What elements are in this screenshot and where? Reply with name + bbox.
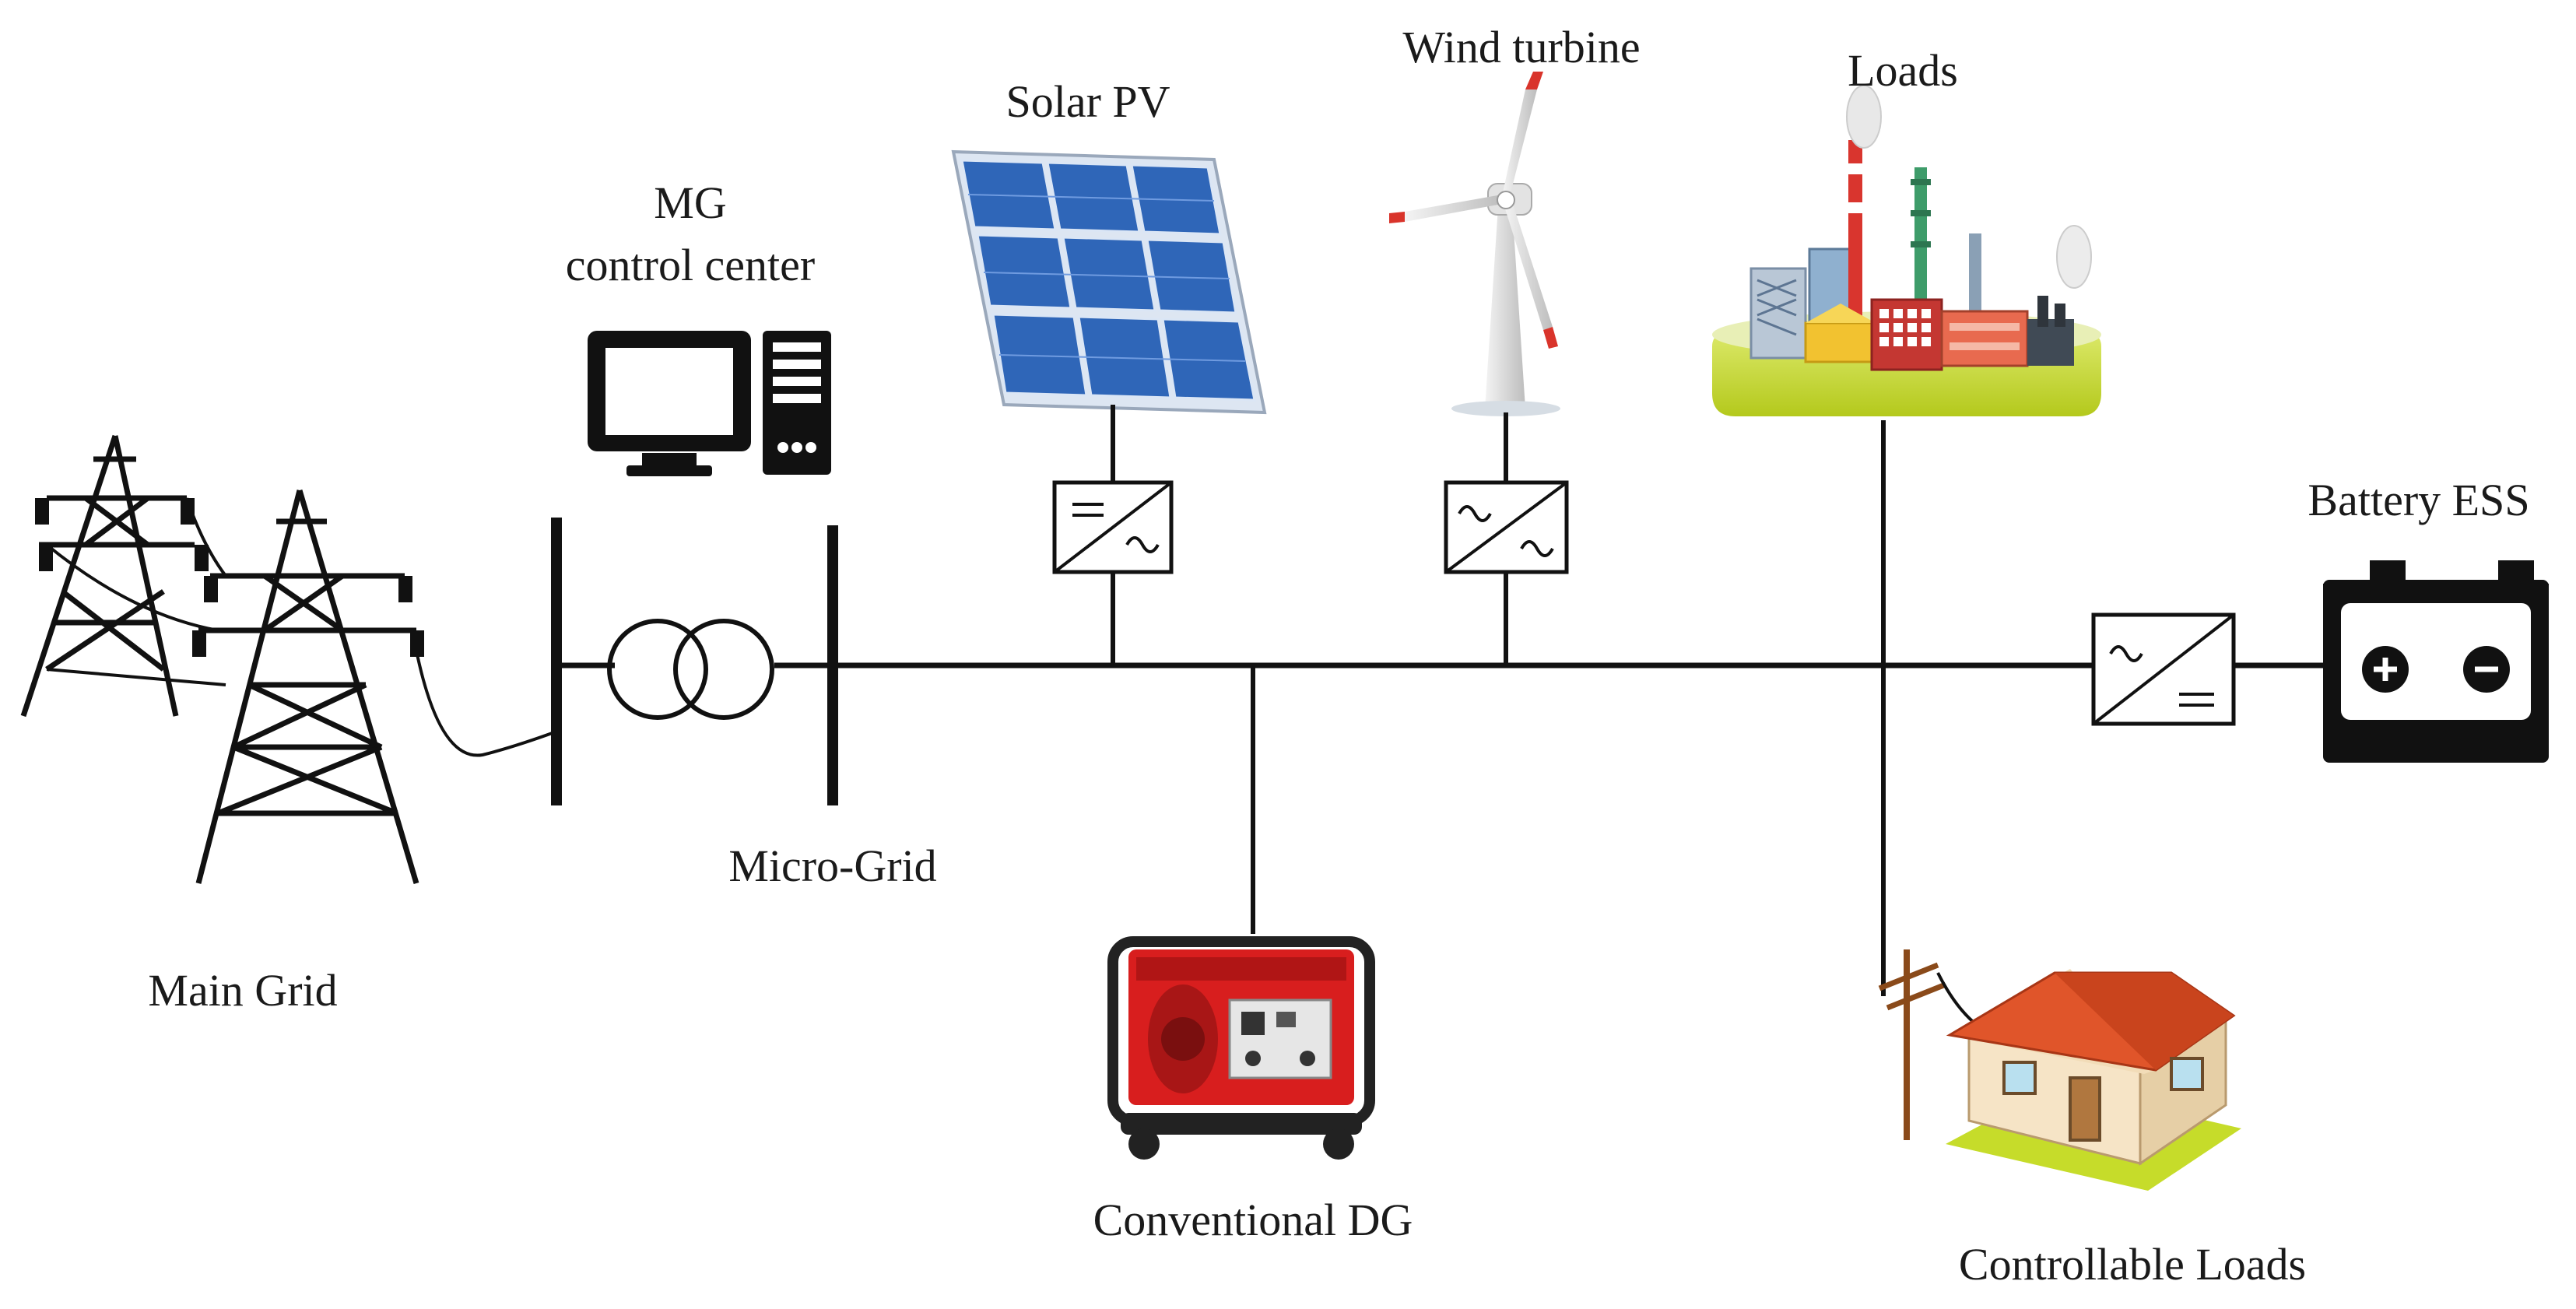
mg-control-center-label-line2: control center (565, 240, 816, 290)
transformer-icon (607, 619, 774, 720)
ac-ac-converter-icon (1444, 480, 1569, 574)
house-icon (1878, 665, 2241, 1191)
battery-icon (2323, 560, 2549, 763)
mg-control-center-label-line1: MG (654, 177, 727, 228)
conventional-dg-label: Conventional DG (1093, 1195, 1413, 1245)
solar-pv-label: Solar PV (1005, 76, 1170, 127)
main-grid-label: Main Grid (148, 965, 338, 1016)
ac-dc-converter-icon (2091, 612, 2236, 726)
solar-panel-icon (951, 149, 1267, 665)
dc-ac-converter-icon (1052, 480, 1174, 574)
wind-turbine-label: Wind turbine (1402, 22, 1641, 72)
battery-ess-label: Battery ESS (2308, 475, 2530, 525)
generator-icon (1107, 665, 1375, 1160)
factory-icon (1712, 85, 2101, 665)
transmission-tower-icon (20, 434, 557, 884)
micro-grid-label: Micro-Grid (728, 840, 937, 891)
loads-label: Loads (1848, 45, 1958, 96)
wind-turbine-icon (1389, 72, 1560, 665)
micro-grid-bus (551, 518, 2323, 805)
computer-icon (588, 331, 831, 476)
controllable-loads-label: Controllable Loads (1958, 1239, 2307, 1290)
